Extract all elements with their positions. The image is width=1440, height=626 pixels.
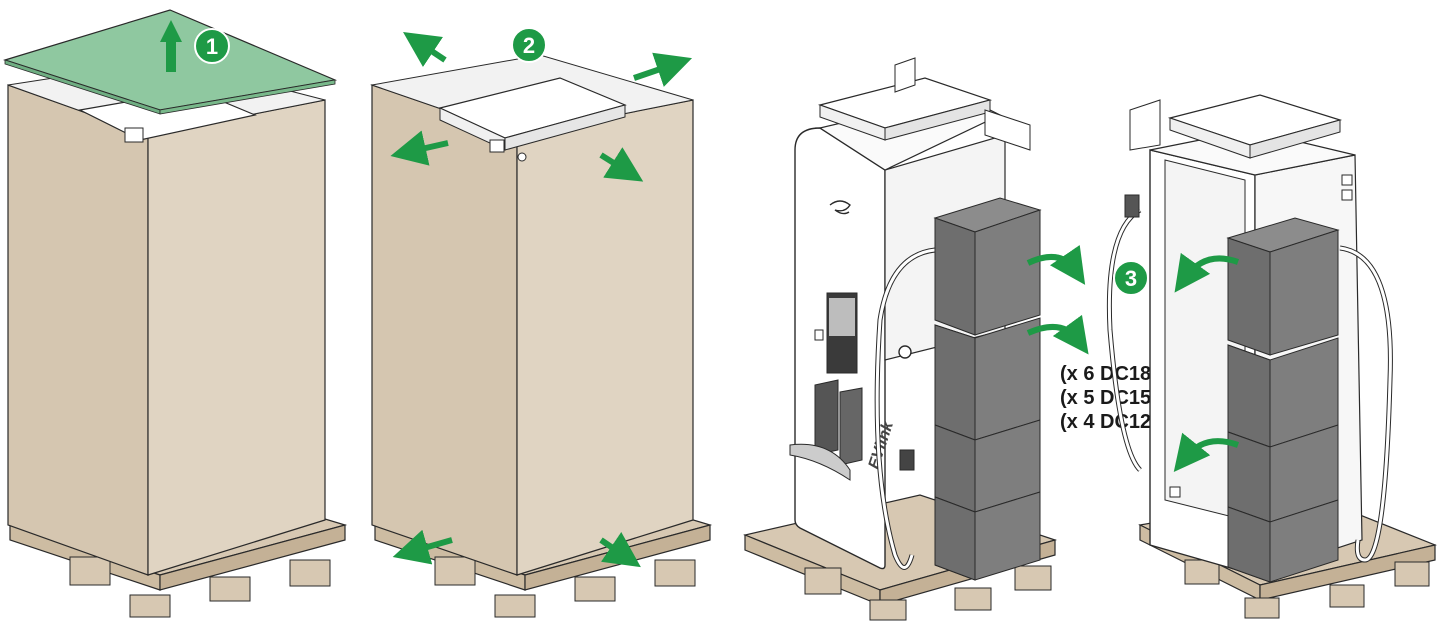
box-left-face (7, 84, 149, 576)
step-badge-1: 1 (194, 28, 230, 64)
svg-text:3: 3 (1125, 266, 1137, 291)
module-count-dc120: (x 4 DC120) (1060, 411, 1169, 433)
panel-4-charger-rear: 3 (1106, 94, 1438, 619)
power-module-stack (933, 197, 1042, 581)
connector-holster (814, 379, 839, 456)
box-left-face (371, 84, 518, 576)
curved-arrow-icon (1026, 244, 1089, 355)
svg-text:1: 1 (206, 34, 218, 59)
up-arrow-icon (160, 20, 182, 72)
power-module-stack (1226, 217, 1340, 583)
step-badge-2: 2 (511, 27, 547, 63)
step-badge-3: 3 (1113, 260, 1149, 296)
outward-arrow-icon (390, 32, 693, 568)
panel-1-box-lid-removal: 1 (2, 9, 348, 618)
curved-arrow-icon (1173, 252, 1240, 473)
box-right-face (516, 99, 694, 576)
brand-logo-icon (829, 200, 851, 215)
box-right-face (147, 99, 326, 576)
module-count-dc150: (x 5 DC150) (1060, 387, 1169, 409)
panel-3-charger-front: EVlink (743, 57, 1089, 621)
panel-2-box-opening: 2 (370, 27, 713, 618)
svg-text:2: 2 (523, 33, 535, 58)
